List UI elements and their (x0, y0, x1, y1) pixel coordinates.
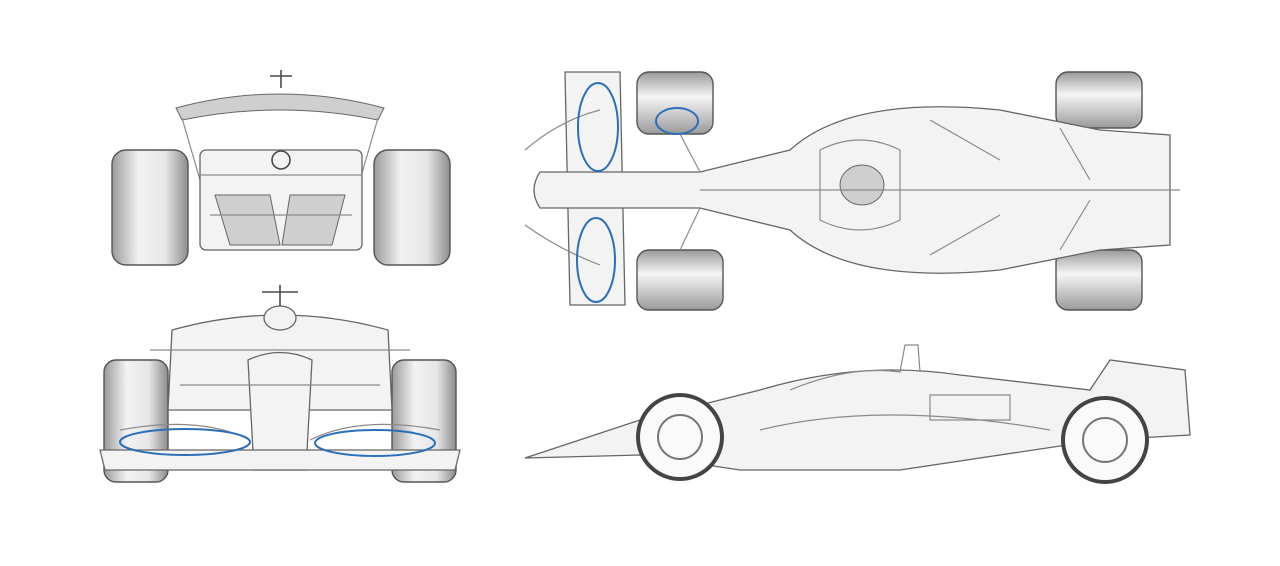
front-wing-top-highlight (577, 82, 619, 172)
side-view (524, 344, 1191, 484)
top-view (524, 71, 1180, 311)
front-view (99, 285, 461, 483)
rear-view (111, 70, 451, 266)
front-wing-left-highlight (119, 428, 251, 456)
suspension-highlight (655, 107, 699, 135)
front-wing-bottom-highlight (576, 217, 616, 303)
front-wing-right-highlight (314, 429, 436, 457)
